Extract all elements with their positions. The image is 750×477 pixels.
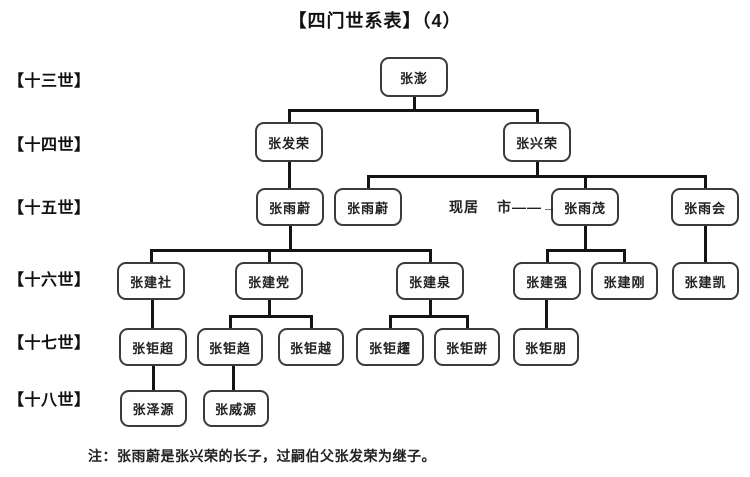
generation-label-14: 【十四世】 xyxy=(8,137,91,154)
tree-node-zhang-farong: 张发荣 xyxy=(255,122,323,162)
connector-line xyxy=(465,315,469,328)
page-title: 【四门世系表】（4） xyxy=(288,11,462,31)
connector-line xyxy=(287,109,291,122)
connector-line xyxy=(535,109,539,122)
tree-node-zhang-yuwei-1: 张雨蔚 xyxy=(256,188,324,226)
connector-line xyxy=(545,300,548,328)
connector-line xyxy=(412,97,416,112)
connector-line xyxy=(535,162,539,178)
connector-line xyxy=(231,366,235,390)
tree-node-zhang-jupian: 张钜跰 xyxy=(434,328,500,366)
tree-node-zhang-weiyuan: 张威源 xyxy=(203,390,269,427)
tree-node-zhang-jiangang: 张建刚 xyxy=(591,262,658,300)
tree-node-zhang-xingrong: 张兴荣 xyxy=(503,122,571,162)
connector-line xyxy=(149,249,153,262)
generation-label-13: 【十三世】 xyxy=(8,73,91,90)
connector-line xyxy=(703,226,707,262)
generation-label-17: 【十七世】 xyxy=(8,335,91,352)
city-arrow-annotation: 市——→ xyxy=(497,199,557,215)
connector-line xyxy=(287,109,539,112)
connector-line xyxy=(366,175,707,178)
connector-line xyxy=(428,249,432,262)
tree-node-zhang-jiankai: 张建凯 xyxy=(672,262,739,300)
generation-label-16: 【十六世】 xyxy=(8,272,91,289)
tree-node-zhang-jiandang: 张建党 xyxy=(235,262,303,300)
connector-line xyxy=(309,315,313,328)
tree-node-zhang-juyue: 张钜越 xyxy=(278,328,344,366)
connector-line xyxy=(703,175,707,188)
connector-line xyxy=(545,249,549,262)
tree-node-zhang-juchao: 张钜超 xyxy=(119,328,187,366)
connector-line xyxy=(228,315,232,328)
tree-node-zhang-yuhui: 张雨会 xyxy=(671,188,739,226)
footnote: 注：张雨蔚是张兴荣的长子，过嗣伯父张发荣为继子。 xyxy=(88,448,436,464)
connector-line xyxy=(623,249,626,262)
residence-annotation: 现居 xyxy=(449,199,479,215)
connector-line xyxy=(366,175,370,188)
tree-node-zhang-jianshe: 张建社 xyxy=(117,262,185,300)
connector-line xyxy=(228,315,313,318)
connector-line xyxy=(388,315,392,328)
connector-line xyxy=(388,315,469,318)
tree-node-zhang-jupeng: 张钜朋 xyxy=(513,328,579,366)
tree-node-zhang-jianquan: 张建泉 xyxy=(396,262,464,300)
connector-line xyxy=(150,300,154,328)
connector-line xyxy=(149,249,432,252)
connector-line xyxy=(428,300,432,318)
connector-line xyxy=(267,300,271,318)
tree-node-zhang-peng: 张澎 xyxy=(380,57,448,97)
tree-node-zhang-jianqiang: 张建强 xyxy=(513,262,581,300)
connector-line xyxy=(288,226,292,252)
connector-line xyxy=(583,175,587,188)
connector-line xyxy=(583,226,587,252)
connector-line xyxy=(267,249,271,262)
tree-node-zhang-juti: 张钜趯 xyxy=(356,328,424,366)
connector-line xyxy=(288,162,291,188)
tree-node-zhang-yumao: 张雨茂 xyxy=(551,188,619,226)
connector-line xyxy=(545,249,626,252)
generation-label-15: 【十五世】 xyxy=(8,200,91,217)
generation-label-18: 【十八世】 xyxy=(8,392,91,409)
tree-node-zhang-juqu: 张钜趋 xyxy=(197,328,263,366)
tree-node-zhang-yuwei-2: 张雨蔚 xyxy=(334,188,402,226)
tree-node-zhang-zeyuan: 张泽源 xyxy=(120,390,187,427)
connector-line xyxy=(151,366,155,390)
